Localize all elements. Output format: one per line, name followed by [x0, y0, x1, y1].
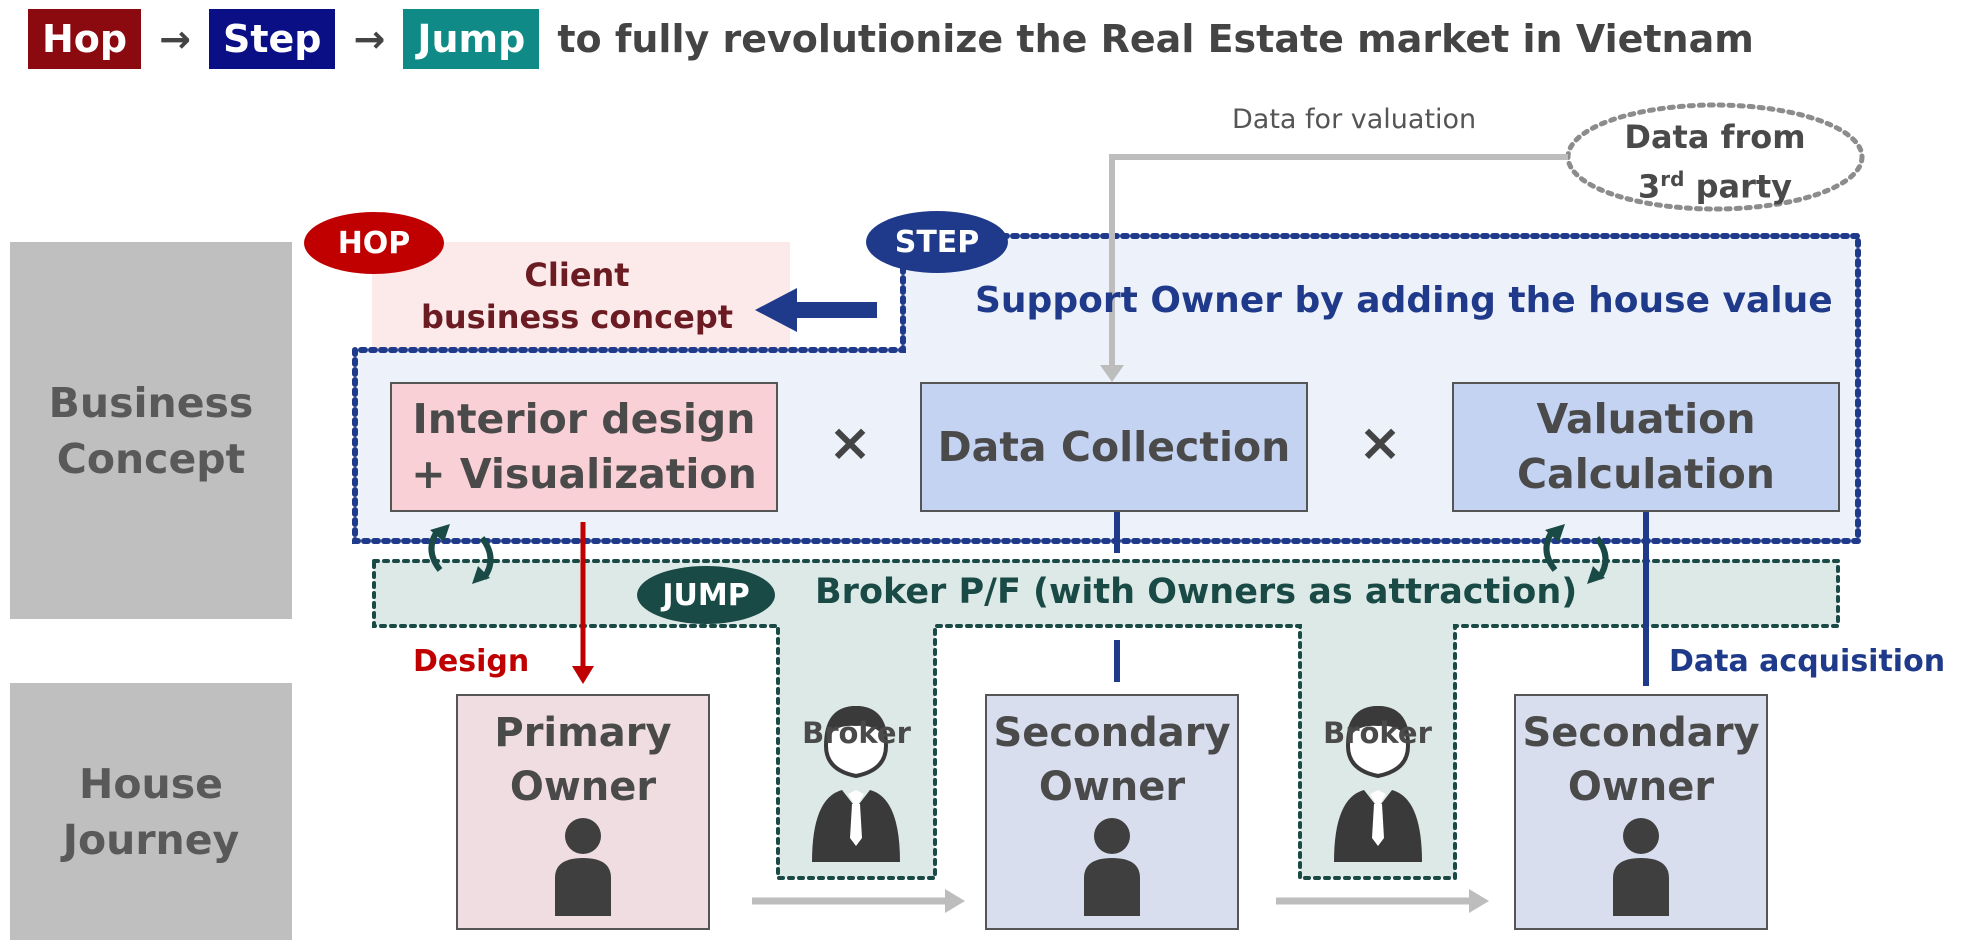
interior-design-label: Interior design+ Visualization: [411, 395, 757, 498]
step-to-hop-arrow: [755, 288, 877, 332]
interior-design-box: Interior design+ Visualization: [390, 382, 778, 512]
step-badge: STEP: [866, 211, 1008, 273]
broker-person-icon: [1334, 705, 1422, 862]
third-party-line-2: 3rd party: [1570, 158, 1860, 208]
data-collection-label: Data Collection: [937, 422, 1291, 471]
times-sign: ×: [1358, 413, 1402, 473]
step-headline: Support Owner by adding the house value: [975, 280, 1833, 321]
hop-chip: Hop: [28, 9, 142, 69]
cycle-arrowhead: [1587, 566, 1605, 584]
person-icon: [1084, 818, 1140, 916]
journey-arrowhead-1: [945, 889, 965, 913]
data-acquisition-label: Data acquisition: [1669, 644, 1946, 679]
third-party-ordinal-suffix: rd: [1660, 167, 1685, 191]
data-for-valuation-label: Data for valuation: [1232, 104, 1477, 135]
journey-arrowhead-2: [1469, 889, 1489, 913]
design-label: Design: [413, 644, 530, 679]
person-icon: [1613, 818, 1669, 916]
data-for-valuation-line: [1109, 154, 1568, 368]
data-collection-box: Data Collection: [920, 382, 1308, 512]
step-chip: Step: [208, 9, 336, 69]
third-party-ordinal: 3: [1637, 167, 1661, 206]
person-icon: [555, 818, 611, 916]
cycle-arrowhead: [472, 566, 490, 584]
title-row: Hop → Step → Jump to fully revolutionize…: [28, 8, 1754, 70]
broker-label: Broker: [1323, 716, 1432, 750]
jump-outline: [372, 559, 1840, 880]
design-arrowhead: [572, 666, 594, 684]
cycle-arrowhead: [430, 524, 450, 542]
title-arrow: →: [353, 17, 386, 61]
times-sign: ×: [828, 413, 872, 473]
title-arrow: →: [159, 17, 191, 61]
broker-label: Broker: [802, 716, 911, 750]
hop-badge: HOP: [304, 212, 444, 274]
step-outline: [352, 233, 1861, 544]
third-party-label: Data from 3rd party: [1570, 116, 1860, 208]
jump-chip: Jump: [403, 9, 540, 69]
third-party-word: party: [1695, 167, 1793, 206]
jump-badge: JUMP: [637, 566, 775, 624]
broker-person-icon: [812, 705, 900, 862]
jump-headline: Broker P/F (with Owners as attraction): [815, 572, 1578, 612]
third-party-line-1: Data from: [1624, 118, 1806, 156]
cycle-arrowhead: [1545, 524, 1565, 542]
data-for-valuation-arrowhead: [1100, 365, 1124, 382]
title-text: to fully revolutionize the Real Estate m…: [557, 17, 1754, 61]
